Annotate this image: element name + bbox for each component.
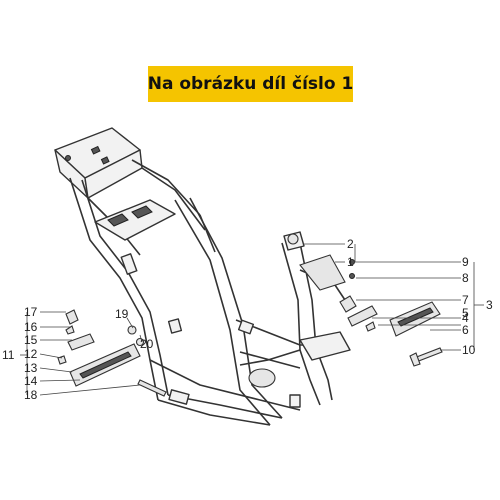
callout-18: 18 — [24, 388, 38, 402]
callout-12: 12 — [24, 347, 38, 361]
highlight-banner: Na obrázku díl číslo 1 — [148, 66, 353, 102]
callout-2: 2 — [347, 237, 354, 251]
callout-17: 17 — [24, 305, 38, 319]
callout-19: 19 — [115, 307, 129, 321]
callout-10: 10 — [462, 343, 476, 357]
callout-labels: 2 1 9 8 7 4 5 6 10 3 17 16 15 12 13 14 1… — [2, 237, 493, 402]
callout-5: 5 — [462, 306, 469, 320]
callout-14: 14 — [24, 374, 38, 388]
callout-6: 6 — [462, 323, 469, 337]
callout-7: 7 — [462, 293, 469, 307]
left-footrest-group — [57, 309, 167, 397]
callout-11: 11 — [2, 348, 15, 362]
callout-8: 8 — [462, 271, 469, 285]
banner-text: Na obrázku díl číslo 1 — [147, 74, 354, 94]
callout-13: 13 — [24, 361, 38, 375]
leader-lines — [20, 243, 484, 396]
callout-3: 3 — [486, 298, 493, 312]
callout-15: 15 — [24, 333, 38, 347]
callout-9: 9 — [462, 255, 469, 269]
callout-16: 16 — [24, 320, 38, 334]
callout-1: 1 — [347, 255, 354, 269]
scooter-frame — [54, 127, 351, 426]
callout-4: 4 — [462, 311, 469, 325]
callout-20: 20 — [140, 337, 154, 351]
